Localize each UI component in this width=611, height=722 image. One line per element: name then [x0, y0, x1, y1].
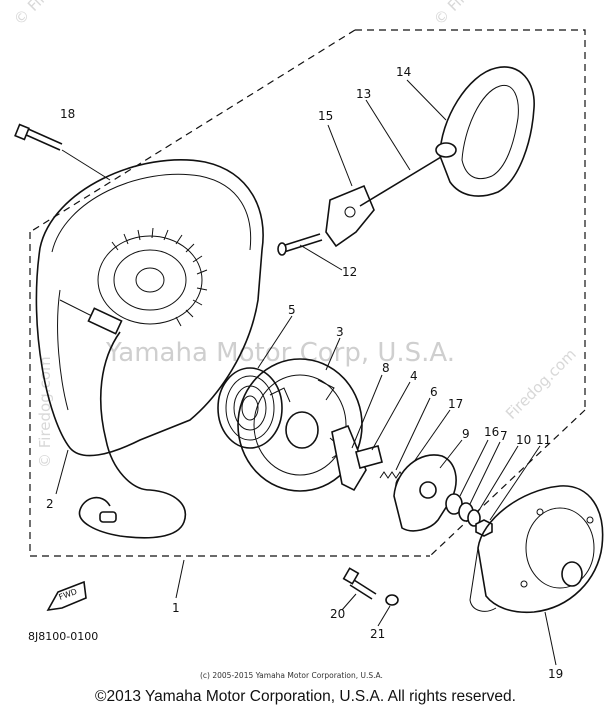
leader-part-1 [175, 559, 185, 599]
callout-6: 6 [430, 385, 438, 399]
watermark-firedog-right: Firedog.com [502, 345, 580, 423]
callout-11: 11 [536, 433, 551, 447]
part-15-bracket [325, 124, 375, 248]
callout-20: 20 [330, 607, 345, 621]
part-4-clip [355, 381, 411, 469]
part-20-bolt [341, 567, 377, 611]
callout-15: 15 [318, 109, 333, 123]
part-2-fan-housing [35, 159, 264, 457]
part-10-spacer [467, 445, 519, 527]
callout-14: 14 [396, 65, 411, 79]
callout-7: 7 [500, 429, 508, 443]
part-8-pawl [331, 374, 383, 492]
callout-5: 5 [288, 303, 296, 317]
callout-8: 8 [382, 361, 390, 375]
part-18-bolt [14, 123, 111, 181]
callout-2: 2 [46, 497, 54, 511]
part-13-rod [359, 99, 447, 207]
callout-17: 17 [448, 397, 463, 411]
boundary-top-right [355, 29, 586, 410]
boundary-top-left [29, 29, 356, 233]
part-3-reel [237, 337, 363, 492]
callout-1: 1 [172, 601, 180, 615]
leader-part-2 [55, 449, 69, 495]
part-12-shaft [277, 233, 343, 271]
copyright-small: (c) 2005-2015 Yamaha Motor Corporation, … [200, 671, 383, 680]
callout-18: 18 [60, 107, 75, 121]
callout-12: 12 [342, 265, 357, 279]
callout-9: 9 [462, 427, 470, 441]
callout-4: 4 [410, 369, 418, 383]
part-1-rope-end [99, 511, 117, 523]
watermark-top-left: © Firedog [10, 0, 76, 29]
watermark-yamaha: Yamaha Motor Corp, U.S.A. [105, 338, 455, 368]
callout-10: 10 [516, 433, 531, 447]
part-11-nut [475, 445, 541, 537]
part-9-plate [393, 439, 463, 532]
callout-3: 3 [336, 325, 344, 339]
part-1-rope [78, 331, 187, 539]
part-5-spring [217, 315, 293, 449]
callout-19: 19 [548, 667, 563, 681]
fwd-arrow-icon: FWD [46, 580, 87, 612]
part-19-cover [469, 485, 604, 666]
part-code: 8J8100-0100 [28, 630, 98, 643]
copyright-footer: ©2013 Yamaha Motor Corporation, U.S.A. A… [95, 688, 516, 705]
part-14-handle [406, 66, 535, 197]
watermark-firedog-left: © Firedog.com [36, 356, 54, 468]
callout-13: 13 [356, 87, 371, 101]
watermark-top-right: © Firedog [430, 0, 496, 29]
part-21-washer [377, 594, 399, 627]
part-6-spring [379, 397, 431, 479]
callout-16: 16 [484, 425, 499, 439]
callout-21: 21 [370, 627, 385, 641]
